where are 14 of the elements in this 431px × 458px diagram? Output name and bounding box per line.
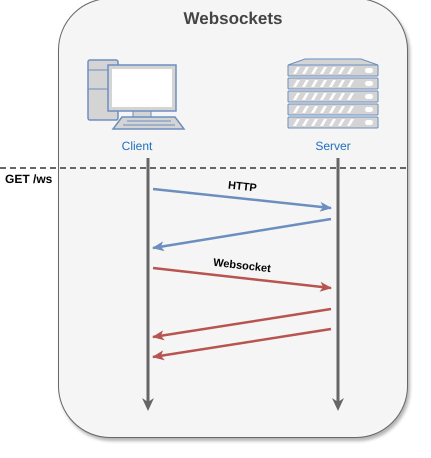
message-arrow xyxy=(152,266,332,292)
container-panel xyxy=(58,0,408,438)
edge-label: Websocket xyxy=(212,256,272,276)
message-arrow xyxy=(152,328,332,360)
edge-label: HTTP xyxy=(226,179,257,194)
message-arrow xyxy=(152,218,332,252)
panel-title: Websockets xyxy=(182,9,284,29)
message-arrow xyxy=(152,188,332,212)
lifeline-arrow xyxy=(332,158,344,411)
node-label: Client xyxy=(120,139,154,153)
message-arrow xyxy=(152,308,332,340)
note-label: GET /ws xyxy=(5,172,52,186)
lifeline-arrow xyxy=(142,158,154,411)
node-label: Server xyxy=(314,139,352,153)
